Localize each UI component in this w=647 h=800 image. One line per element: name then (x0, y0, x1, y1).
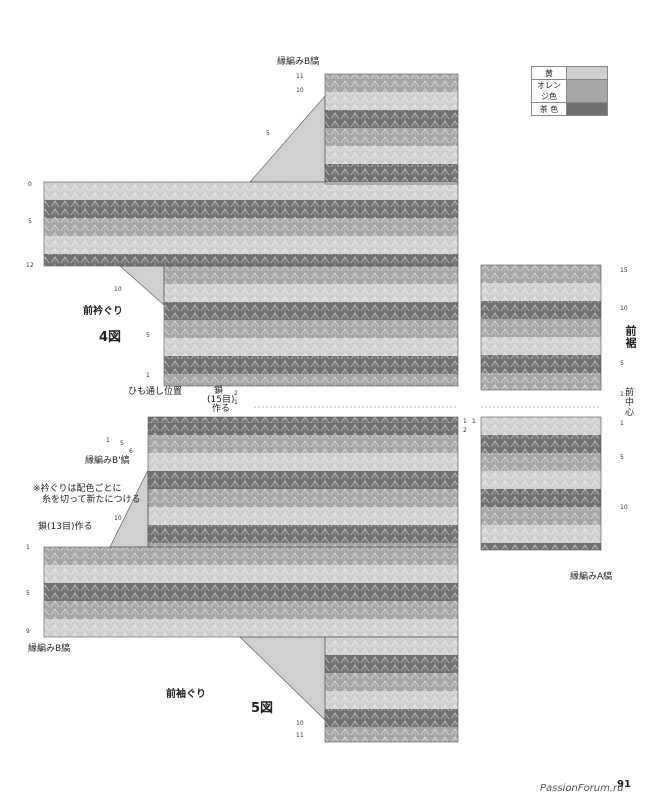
edging-b-top-label: 縁編みB縞 (277, 57, 320, 67)
chain-note-2: (15目) (207, 395, 235, 405)
chain-13-label: 鎖(13目)作る (38, 522, 93, 532)
fig4-lower-panel-stitches (164, 266, 458, 386)
fig4-upper-panel-stitches (325, 74, 458, 184)
row-number: 10 (620, 504, 628, 511)
front-armhole-label: 前袖ぐり (166, 689, 206, 700)
hem-upper-panel-stitches (481, 265, 601, 390)
edging-a-label: 縁編みA縞 (570, 572, 613, 582)
watermark: PassionForum.ru (540, 783, 624, 794)
front-neckline-label: 前衿ぐり (83, 306, 123, 317)
row-number: 1 (620, 391, 624, 398)
fig5-shoulder-panel-stitches (44, 547, 458, 637)
row-number: 5 (28, 218, 32, 225)
hem-lower-panel-stitches (481, 417, 601, 550)
row-number: 5 (146, 332, 150, 339)
legend-row: オレンジ色 (531, 79, 608, 103)
figure-4-label: 4図 (99, 330, 122, 345)
row-number: 5 (26, 590, 30, 597)
row-number: 10 (296, 720, 304, 727)
string-hole-label: ひも通し位置 (128, 387, 183, 397)
row-number: 2 (234, 390, 238, 397)
legend-swatch (566, 102, 608, 116)
row-number: 12 (26, 262, 34, 269)
hem-lower-panel-outline (480, 416, 602, 551)
row-number: 10 (296, 87, 304, 94)
row-number: 10 (620, 305, 628, 312)
hem-upper-panel-outline (480, 264, 602, 391)
legend-row: 茶 色 (531, 102, 608, 116)
row-number: 1 (146, 372, 150, 379)
row-number: 1 (472, 418, 476, 425)
row-number: 1 (234, 399, 238, 406)
row-number: 10 (114, 515, 122, 522)
row-number: 5 (120, 440, 124, 447)
row-number: 1 (26, 544, 30, 551)
fig5-upper-panel-stitches (148, 417, 458, 547)
row-number: 5 (620, 360, 624, 367)
row-number: 15 (620, 267, 628, 274)
legend-row: 黄 (531, 66, 608, 80)
front-center-label: 前中心 (623, 387, 633, 417)
neck-shaping-mid (119, 265, 165, 306)
legend-swatch (566, 66, 608, 80)
neck-note-line-2: 糸を切って新たにつける (42, 495, 141, 505)
row-number: 11 (296, 732, 304, 739)
chain-note-1: 鎖 (214, 386, 224, 396)
row-number: 2 (463, 427, 467, 434)
fig5-shoulder-panel-outline (43, 546, 459, 638)
row-number: 1 (106, 437, 110, 444)
fig5-lower-panel-stitches (325, 637, 458, 742)
row-number: 5 (266, 130, 270, 137)
row-number: 9 (26, 628, 30, 635)
row-number: 6 (129, 448, 133, 455)
fig4-lower-panel-outline (163, 265, 459, 387)
front-hem-label: 前裾 (624, 325, 637, 349)
row-number: 5 (620, 454, 624, 461)
figure-5-label: 5図 (251, 701, 274, 716)
legend-swatch (566, 79, 608, 103)
row-number: 1 (620, 420, 624, 427)
row-number: 10 (114, 286, 122, 293)
legend-label: オレンジ色 (531, 79, 567, 103)
fig5-lower-panel-outline (324, 636, 459, 743)
edging-b-prime-label: 縁編みB'縞 (85, 456, 130, 466)
page-number: 91 (617, 779, 631, 790)
neck-shaping-lower (109, 469, 149, 548)
fig4-shoulder-panel-stitches (44, 182, 458, 266)
row-number: 11 (296, 73, 304, 80)
legend-label: 黄 (531, 66, 567, 80)
edging-b-bottom-label: 縁編みB縞 (28, 644, 71, 654)
row-number: 0 (28, 181, 32, 188)
row-number: 1 (463, 418, 467, 425)
chain-note-3: 作る (212, 404, 231, 414)
color-legend: 黄 オレンジ色 茶 色 (531, 66, 608, 116)
legend-label: 茶 色 (531, 102, 567, 116)
neck-note-line-1: ※衿ぐりは配色ごとに (33, 484, 122, 494)
neck-shaping-top (249, 95, 326, 183)
